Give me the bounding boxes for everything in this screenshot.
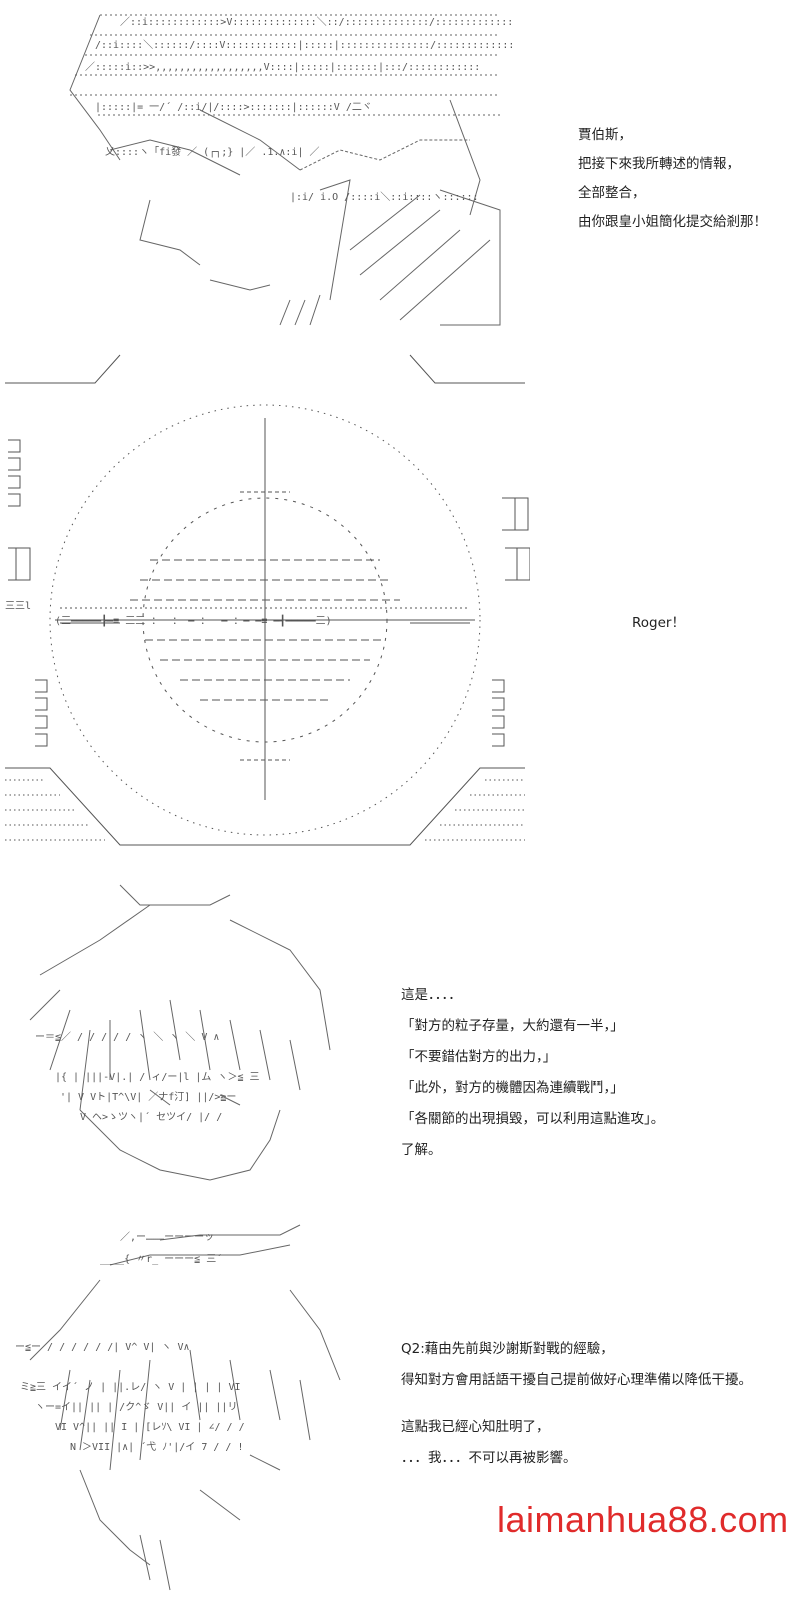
svg-text:／,ー………ーーーーッ: ／,ー………ーーーーッ <box>120 1231 214 1243</box>
dialogue-line: 由你跟皇小姐簡化提交給剎那！ <box>578 214 767 230</box>
panel1-ascii-art: ／::i::::::::::::>V::::::::::::::＼::/::::… <box>0 0 530 330</box>
site-watermark: laimanhua88.com <box>497 1499 789 1540</box>
dialogue-line: 了解。 <box>401 1142 442 1158</box>
svg-text:ー＝≦／ / / / / / ヽ ＼ ヽ: ー＝≦／ / / / / / ヽ ＼ ヽ ＼ V ∧ <box>35 1031 219 1043</box>
dialogue-line: 「各關節的出現損毀，可以利用這點進攻」。 <box>401 1111 665 1127</box>
svg-text:N ＞VII |∧| ´弋 ﾉ'|/イ 7 /: N ＞VII |∧| ´弋 ﾉ'|/イ 7 / / ! <box>70 1440 243 1453</box>
panel3-ascii-art: ー＝≦／ / / / / / ヽ ＼ ヽ ＼ V ∧ |{ | |||-V|.|… <box>0 880 530 1200</box>
dialogue-line: 這是．．．． <box>401 987 462 1003</box>
dialogue-line: 把接下來我所轉述的情報， <box>578 156 740 172</box>
svg-text:／:::::i::>>,,,,,,,,,,,,,,,,,,V: ／:::::i::>>,,,,,,,,,,,,,,,,,,V::::|:::::… <box>85 61 480 73</box>
dialogue-line: Q2:藉由先前與沙謝斯對戰的經驗， <box>401 1341 614 1357</box>
svg-text:|{ | |||-V|.| / ィ/ー|l |ム ヽ: |{ | |||-V|.| / ィ/ー|l |ム ヽ＞≦ 三 <box>55 1071 260 1083</box>
svg-text:'| V Vト|T^\V| ／ナf汀] ||/>≧ー: '| V Vト|T^\V| ／ナf汀] ||/>≧ー <box>60 1091 236 1103</box>
dialogue-line: 「對方的粒子存量，大約還有一半，」 <box>401 1018 624 1034</box>
svg-text:ミ≧三 イイ´ ノ | ||.レ/ ヽ V |: ミ≧三 イイ´ ノ | ||.レ/ ヽ V | | | | VI <box>20 1381 241 1393</box>
dialogue-line: 這點我已經心知肚明了， <box>401 1419 550 1435</box>
dialogue-line: 賈伯斯， <box>578 127 632 143</box>
svg-text:三三l: 三三l <box>5 601 31 612</box>
dialogue-line: ．．．我．．．不可以再被影響。 <box>401 1450 577 1466</box>
dialogue-line: Roger！ <box>632 615 685 631</box>
svg-text:/::i::::＼::::::/::::V:::::::::: /::i::::＼::::::/::::V::::::::::::|:::::|… <box>95 39 514 51</box>
svg-text:V ヘ>ゝツヽ|´ セツイ/ |/ /: V ヘ>ゝツヽ|´ セツイ/ |/ / <box>80 1111 222 1123</box>
svg-text:|:i/ i.O /::::i＼::i::::ヽ:::: |:i/ i.O /::::i＼::i::::ヽ:::::: <box>290 191 479 203</box>
svg-text:VI V^|| || I | [レｿ\ VI | ∠/: VI V^|| || I | [レｿ\ VI | ∠/ / / <box>55 1422 245 1433</box>
panel2-targeting-reticle: (三━━━━━┣━≡ 三三 ：ｰ ： ━ ：ｰ ━ ：━ ━≡ ━┫━━━━━三… <box>0 340 530 870</box>
panel2-dialogue: Roger！ <box>632 608 685 639</box>
panel3-dialogue: 這是．．．． 「對方的粒子存量，大約還有一半，」 「不要錯估對方的出力，」 「此… <box>401 980 664 1166</box>
svg-text:ー≦ー / / / / / /| V^ V|: ー≦ー / / / / / /| V^ V| ヽ V∧ <box>15 1342 190 1353</box>
panel4-dialogue: Q2:藉由先前與沙謝斯對戰的經驗， 得知對方會用話語干擾自己提前做好心理準備以降… <box>401 1334 752 1474</box>
svg-text:|:::::|= 一/´ /::i/|/::::>::: |:::::|= 一/´ /::i/|/::::>:::::::|::::::V… <box>95 101 372 113</box>
dialogue-line: 「此外，對方的機體因為連續戰鬥，」 <box>401 1080 624 1096</box>
svg-text:____{ 〃r_ ーーー≦ 三´: ____{ 〃r_ ーーー≦ 三´ <box>100 1253 222 1265</box>
dialogue-line: 全部整合， <box>578 185 646 201</box>
panel1-dialogue: 賈伯斯， 把接下來我所轉述的情報， 全部整合， 由你跟皇小姐簡化提交給剎那！ <box>578 121 767 237</box>
dialogue-line: 得知對方會用話語干擾自己提前做好心理準備以降低干擾。 <box>401 1372 752 1388</box>
svg-text:ヽー=イ|| || | /ク^ゞ V|| イ ||: ヽー=イ|| || | /ク^ゞ V|| イ || ||リ <box>35 1401 237 1413</box>
svg-text:／::i::::::::::::>V::::::::::::: ／::i::::::::::::>V::::::::::::::＼::/::::… <box>120 16 513 28</box>
panel4-ascii-art: ／,ー………ーーーーッ ____{ 〃r_ ーーー≦ 三´ ー≦ー / / / … <box>0 1220 530 1600</box>
svg-text:(三━━━━━┣━≡ 三三 ：ｰ ： ━ ：ｰ ━ ：━ ━: (三━━━━━┣━≡ 三三 ：ｰ ： ━ ：ｰ ━ ：━ ━≡ ━┫━━━━━三… <box>55 614 332 627</box>
dialogue-line: 「不要錯估對方的出力，」 <box>401 1049 557 1065</box>
dialogue-line <box>401 1396 752 1412</box>
svg-text:乂::::ヽ「fi發 ／ (┌┐;} |／ .1.∧: 乂::::ヽ「fi發 ／ (┌┐;} |／ .1.∧:i| ／ <box>105 145 320 158</box>
